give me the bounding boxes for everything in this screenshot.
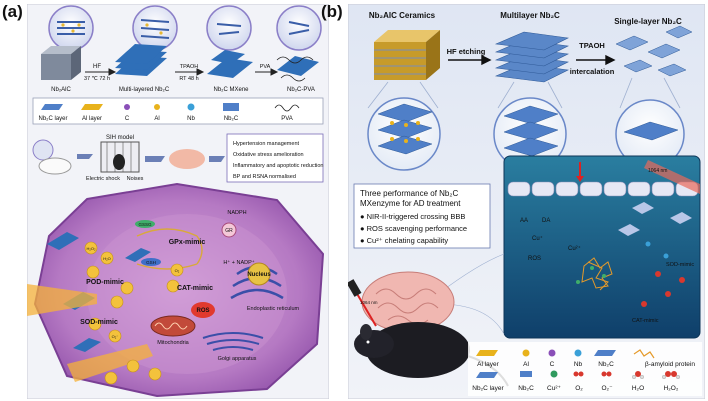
tissue-cu2: Cu²⁺ [568, 245, 581, 252]
arrow1-top: HF [93, 64, 101, 70]
gr: GR [225, 228, 233, 234]
species-o2: O₂ [175, 268, 180, 273]
performance-item-2: ● ROS scavenging performance [360, 224, 467, 233]
ros-label: ROS [196, 308, 209, 314]
outcome-4: BP and RSNA normalised [233, 174, 296, 180]
legend-nb2c: Nb₂C [224, 116, 239, 122]
legend-b-o2-radical: O₂⁻ [601, 385, 613, 392]
sod-mimic: SOD-mimic [80, 319, 118, 326]
step-nb2alc: Nb₂AlC [51, 87, 71, 93]
performance-box: Three performance of Nb₂C MXenzyme for A… [353, 183, 491, 249]
nadph: NADPH [227, 210, 246, 216]
outcome-2: Oxidative stress amelioration [233, 152, 304, 158]
arrow-intercalation: intercalation [570, 67, 615, 76]
legend-b: Al layer Al C Nb Nb₂C β-amyloid protein … [468, 342, 702, 396]
panel-b-label: (b) [321, 2, 343, 21]
legend-b-nb2c: Nb₂C [598, 361, 614, 368]
legend-b-o2: O₂ [575, 385, 583, 392]
tissue-sod-mimic: SOD-mimic [666, 262, 694, 268]
gpx-mimic: GPx-mimic [169, 239, 206, 246]
panel-a-label: (a) [2, 2, 23, 21]
arrow-tpaoh: TPAOH [579, 41, 605, 50]
cell-illustration: GPx-mimic POD-mimic CAT-mimic SOD-mimic … [27, 182, 325, 398]
legend-al: Al [154, 116, 159, 122]
tissue-cu-plus: Cu⁺ [532, 235, 543, 242]
legend-a: Nb₂C layer Al layer C Al Nb Nb₂C PVA [32, 97, 324, 125]
step-mxene: Nb₂C MXene [213, 87, 249, 93]
cat-mimic: CAT-mimic [177, 285, 213, 292]
sih-model: SIH model [106, 135, 134, 141]
outcome-3: Inflammatory and apoptotic reduction [233, 163, 324, 169]
legend-c: C [125, 116, 130, 122]
endoplastic-reticulum: Endoplastic reticulum [247, 306, 300, 312]
tissue-aa: AA [520, 218, 528, 224]
legend-b-c: C [550, 361, 555, 368]
legend-b-cu2: Cu²⁺ [547, 385, 561, 392]
arrow2-top: TPAOH [180, 64, 199, 70]
legend-b-al-layer: Al layer [477, 361, 500, 368]
brain-mouse: 1064 nm [348, 253, 509, 387]
tissue-laser: 1064 nm [648, 168, 667, 174]
legend-nb: Nb [187, 116, 195, 122]
ceramics-block [374, 30, 440, 80]
single-layer-flakes [615, 25, 693, 77]
performance-item-1: ● NIR-II-triggered crossing BBB [360, 212, 465, 221]
gsh: GSH [146, 260, 156, 265]
species-h2o2: H₂O₂ [86, 246, 96, 251]
gssg: GSSG [138, 222, 152, 227]
species-h2o: H₂O [103, 256, 111, 261]
legend-b-nb2c-sheet: Nb₂C [518, 385, 534, 392]
legend-b-al: Al [523, 361, 529, 368]
performance-item-3: ● Cu²⁺ chelating capability [360, 236, 448, 245]
pod-mimic: POD-mimic [86, 279, 124, 286]
bbb-tissue-panel: AA DA Cu⁺ ROS Cu²⁺ CAT-mimic SOD-mimic 1… [503, 155, 701, 339]
performance-title-1: Three performance of Nb₂C [360, 189, 458, 198]
panel-b: Nb₂AlC Ceramics Multilayer Nb₂C Single-l… [348, 4, 705, 399]
legend-b-nb2c-layer: Nb₂C layer [472, 385, 504, 392]
tissue-cat-mimic: CAT-mimic [632, 318, 659, 324]
arrow3-top: PVA [260, 64, 271, 70]
golgi-apparatus: Golgi apparatus [218, 356, 257, 362]
arrow-hf-etching: HF etching [447, 47, 486, 56]
step-multilayered: Multi-layered Nb₂C [119, 87, 170, 93]
legend-al-layer: Al layer [82, 116, 102, 122]
sih-model-row: SIH model Electric shock Noises Hyperten… [32, 133, 324, 183]
legend-b-h2o: H₂O [632, 385, 644, 392]
arrow2-bottom: RT 48 h [179, 76, 198, 82]
legend-b-h2o2: H₂O₂ [664, 385, 679, 392]
synthesis-row: HF 37 ℃ 72 h TPAOH RT 48 h PVA Nb₂AlC Mu… [41, 5, 322, 93]
performance-title-2: MXenzyme for AD treatment [360, 199, 461, 208]
nucleus: Nucleus [247, 272, 271, 278]
legend-b-amyloid: β-amyloid protein [645, 361, 695, 368]
step-pva: Nb₂C-PVA [287, 87, 315, 93]
tissue-ros: ROS [528, 256, 541, 262]
mitochondria: Mitochondria [157, 340, 189, 346]
noises: Noises [127, 176, 144, 182]
species-o2-radical: O₂⁻ [112, 334, 119, 339]
legend-b-nb: Nb [574, 361, 583, 368]
stage-multilayer: Multilayer Nb₂C [500, 11, 560, 20]
panel-a: HF 37 ℃ 72 h TPAOH RT 48 h PVA Nb₂AlC Mu… [27, 4, 329, 399]
zoom-circles [367, 77, 685, 171]
outcome-1: Hypertension management [233, 141, 300, 147]
stage-single-layer: Single-layer Nb₂C [614, 17, 682, 26]
legend-nb2c-layer: Nb₂C layer [38, 116, 67, 122]
laser-label: 1064 nm [360, 300, 378, 305]
multilayer-stack [494, 31, 570, 83]
arrow1-bottom: 37 ℃ 72 h [84, 76, 110, 82]
electric-shock: Electric shock [86, 176, 120, 182]
legend-pva: PVA [281, 116, 293, 122]
nadp: H⁺ + NADP⁺ [223, 259, 254, 266]
tissue-da: DA [542, 218, 550, 224]
stage-ceramics: Nb₂AlC Ceramics [369, 11, 436, 20]
